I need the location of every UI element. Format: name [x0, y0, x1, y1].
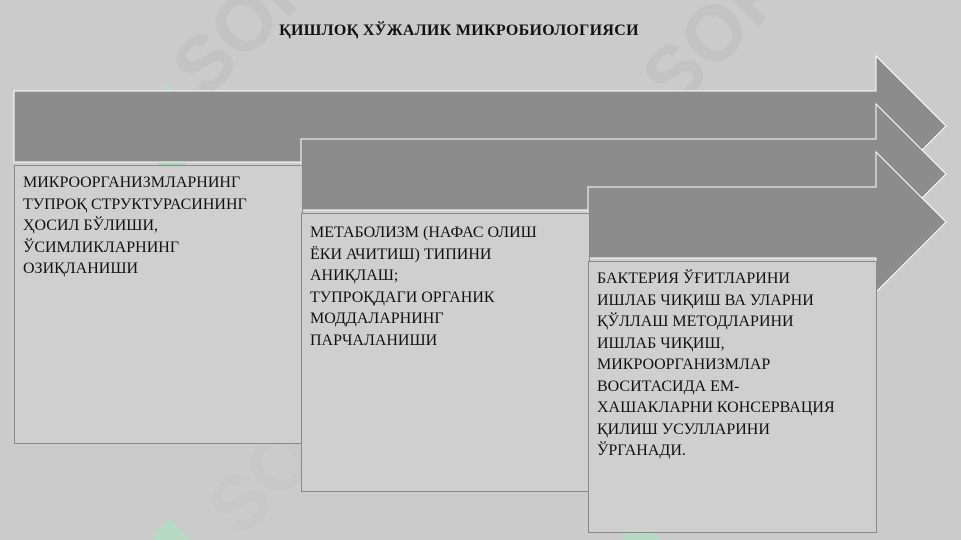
step-text-line: ИШЛАБ ЧИҚИШ, — [597, 334, 725, 352]
step-text-line: ЁКИ АЧИТИШ) ТИПИНИ — [310, 245, 492, 263]
step-box-1: МИКРООРГАНИЗМЛАРНИНГ ТУПРОҚ СТРУКТУРАСИН… — [14, 165, 303, 444]
step-box-2: МЕТАБОЛИЗМ (НАФАС ОЛИШ ЁКИ АЧИТИШ) ТИПИН… — [301, 213, 590, 492]
step-text-line: ТУПРОҚДАГИ ОРГАНИК — [310, 288, 495, 306]
step-text-line: ХАШАКЛАРНИ КОНСЕРВАЦИЯ — [597, 399, 835, 416]
step-text-line: МЕТАБОЛИЗМ (НАФАС ОЛИШ — [310, 224, 537, 241]
step-text-line: ОЗИҚЛАНИШИ — [23, 260, 139, 277]
step-text-line: ҲОСИЛ БЎЛИШИ, — [23, 217, 158, 234]
step-text-line: МОДДАЛАРНИНГ — [310, 310, 444, 327]
step-text-line: БАКТЕРИЯ ЎҒИТЛАРИНИ — [597, 270, 790, 287]
step-text-line: ВОСИТАСИДА ЕМ- — [597, 377, 740, 395]
step-text-line: ЎСИМЛИКЛАРНИНГ — [23, 238, 180, 256]
step-text-line: АНИҚЛАШ; — [310, 267, 399, 284]
step-text-line: ҚИЛИШ УСУЛЛАРИНИ — [597, 420, 770, 438]
arrow-3 — [587, 150, 947, 294]
step-text-line: МИКРООРГАНИЗМЛАР — [597, 356, 771, 373]
step-text-line: МИКРООРГАНИЗМЛАРНИНГ — [23, 174, 241, 191]
step-text-line: ИШЛАБ ЧИҚИШ ВА УЛАРНИ — [597, 291, 814, 309]
step-text-line: ҚЎЛЛАШ МЕТОДЛАРИНИ — [597, 313, 794, 330]
step-text-line: ЎРГАНАДИ. — [597, 442, 686, 459]
step-box-3: БАКТЕРИЯ ЎҒИТЛАРИНИ ИШЛАБ ЧИҚИШ ВА УЛАРН… — [588, 261, 877, 533]
step-text-line: ПАРЧАЛАНИШИ — [310, 331, 438, 349]
step-text-line: ТУПРОҚ СТРУКТУРАСИНИНГ — [23, 195, 247, 213]
page-title: ҚИШЛОҚ ХЎЖАЛИК МИКРОБИОЛОГИЯСИ — [279, 22, 639, 39]
